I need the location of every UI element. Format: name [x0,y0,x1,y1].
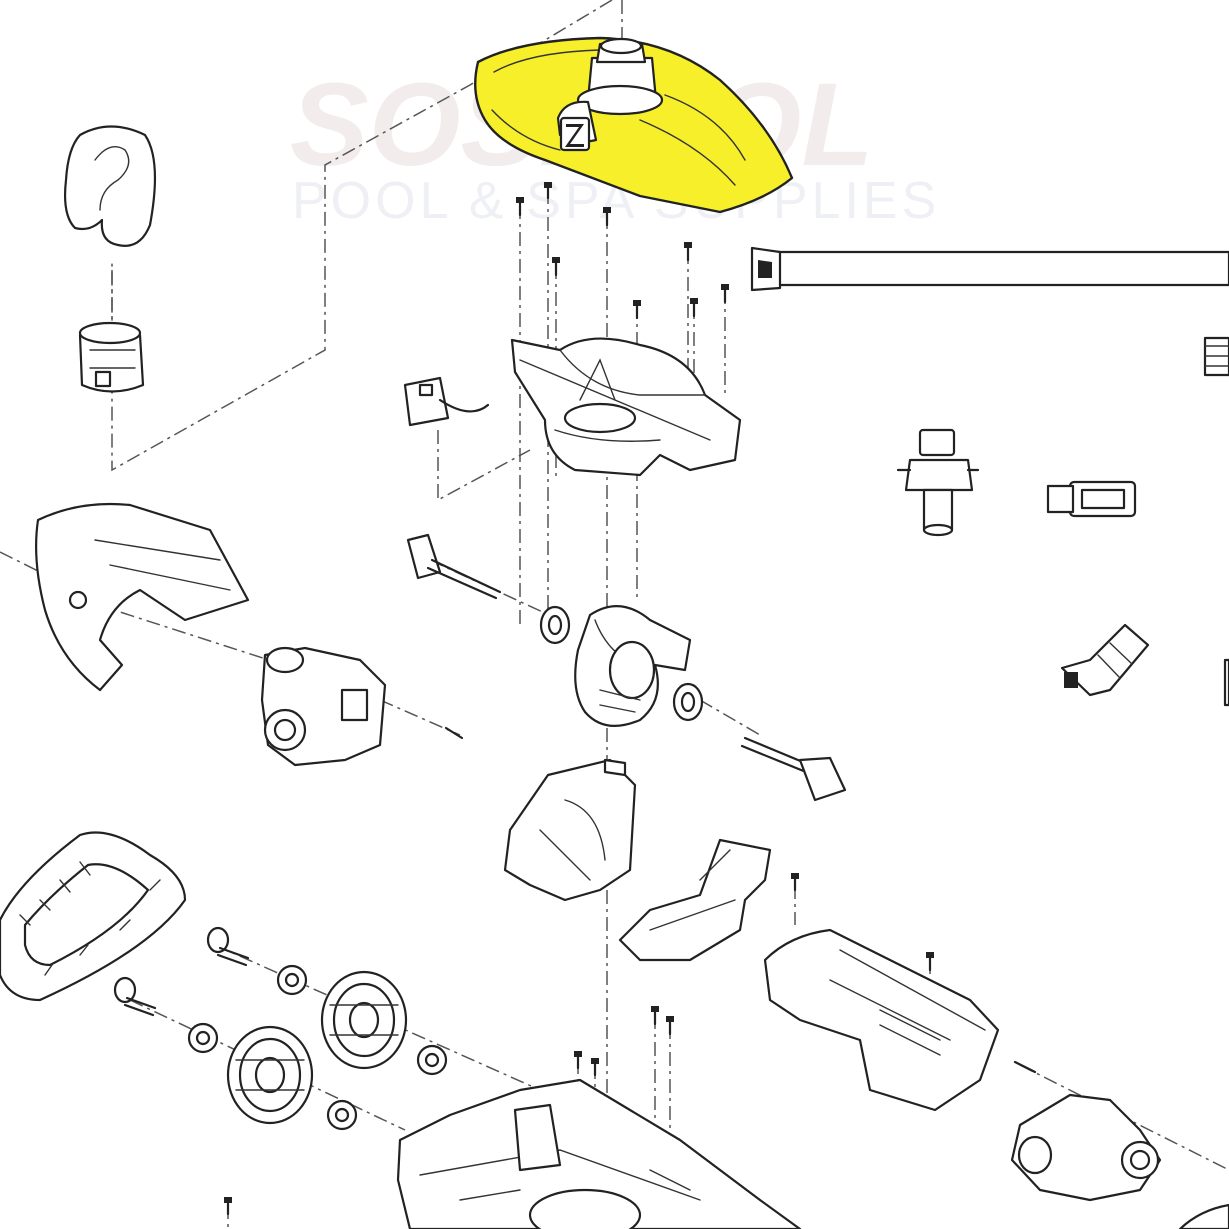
elbow-fitting [1060,623,1150,697]
track-belt [0,831,187,1002]
wheel-lower [226,1025,314,1125]
top-cover[interactable] [474,36,794,214]
left-side-cover [35,502,250,692]
partial-part-bottom-right [1178,1203,1229,1229]
quick-connect [1046,480,1137,518]
axle-left [406,533,502,600]
hose [750,246,1229,377]
clip-part [403,376,490,427]
swivel-connector [896,428,980,537]
collar [78,321,145,393]
screws [224,182,1037,1216]
right-motor-block [1010,1093,1162,1202]
turbine-assembly [574,605,692,727]
partial-part-right [1223,658,1229,707]
right-side-cover [763,928,1000,1112]
upper-housing [510,337,742,477]
wheel-upper [320,970,408,1070]
float-hook [63,125,157,247]
middle-housing-lower [618,838,772,962]
axle-pins [113,926,250,1017]
axle-right [740,736,847,802]
middle-housing-upper [503,758,637,902]
bushings [187,605,704,1131]
left-motor-block [260,646,387,767]
lower-chassis [396,1078,802,1229]
